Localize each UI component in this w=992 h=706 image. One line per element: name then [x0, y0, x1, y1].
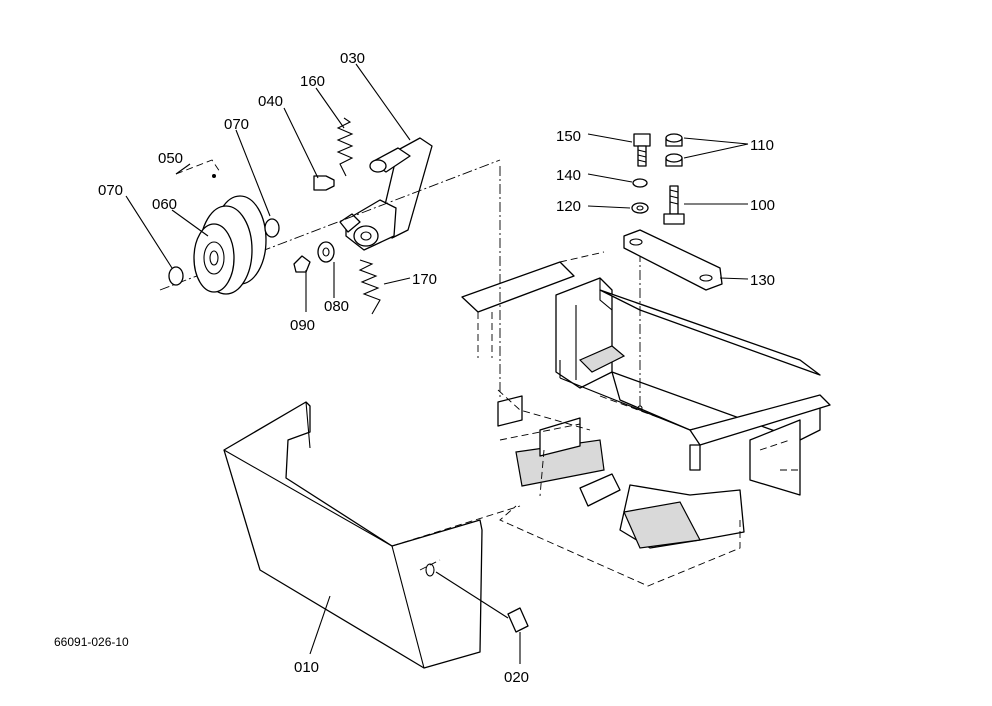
callout-010: 010 [294, 659, 319, 676]
callout-150: 150 [556, 128, 581, 145]
callout-110: 110 [750, 137, 774, 154]
callout-160: 160 [300, 73, 325, 90]
callout-020: 020 [504, 669, 529, 686]
idler-pulley-assembly [168, 159, 280, 295]
leader-lines [125, 63, 749, 664]
tension-arm-assembly [159, 117, 501, 315]
callout-030: 030 [340, 50, 365, 67]
bolt-040 [313, 175, 335, 191]
bolt-100 [663, 185, 685, 225]
callout-070-upper: 070 [224, 116, 249, 133]
bolt-150 [633, 133, 651, 167]
washer-080 [317, 241, 335, 263]
callout-070-lower: 070 [98, 182, 123, 199]
snap-ring-070-left [168, 266, 184, 286]
callout-050: 050 [158, 150, 183, 167]
spring-170 [358, 259, 381, 315]
bolt-020 [435, 571, 529, 633]
callout-170: 170 [412, 271, 437, 288]
drawing-reference-code: 66091-026-10 [54, 635, 129, 649]
callout-040: 040 [258, 93, 283, 110]
chassis-frame [461, 166, 831, 587]
nut-120 [631, 202, 649, 214]
washer-140 [632, 178, 648, 188]
callout-labels: 030 160 040 070 050 070 060 170 080 090 … [54, 50, 775, 686]
callout-140: 140 [556, 167, 581, 184]
cover-010 [223, 401, 529, 669]
spring-160 [336, 117, 354, 177]
clip-090 [293, 255, 311, 273]
callout-060: 060 [152, 196, 177, 213]
callout-080: 080 [324, 298, 349, 315]
snap-ring-070-right [264, 218, 280, 238]
bracket-plate-assembly [623, 133, 723, 291]
callout-090: 090 [290, 317, 315, 334]
callout-120: 120 [556, 198, 581, 215]
callout-100: 100 [750, 197, 775, 214]
callout-130: 130 [750, 272, 775, 289]
nuts-110 [665, 133, 683, 167]
